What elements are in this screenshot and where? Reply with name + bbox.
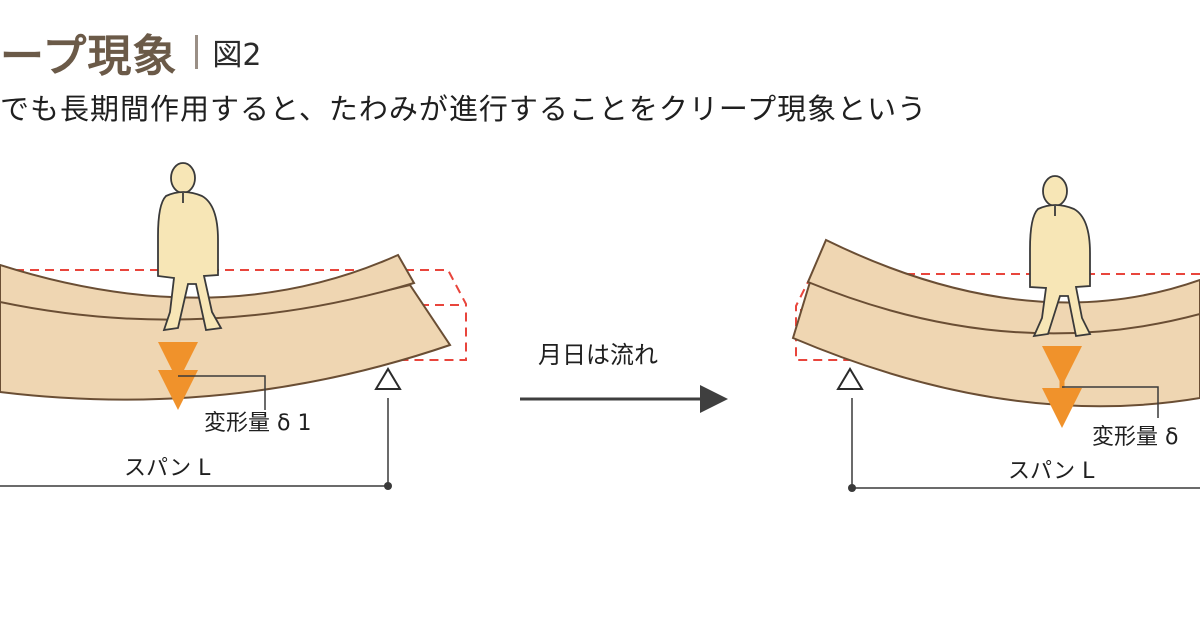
right-deformation-arrow <box>1042 346 1159 428</box>
left-support-triangle <box>374 367 402 390</box>
right-panel: 変形量 δ スパン L <box>791 175 1200 492</box>
left-deformation-arrow <box>158 342 266 410</box>
right-support-triangle <box>836 367 864 390</box>
right-span-endpoint <box>848 484 856 492</box>
title-separator <box>195 35 199 69</box>
title-row: ープ現象 図2 <box>0 22 261 82</box>
left-panel: 変形量 δ 1 スパン L <box>0 162 467 490</box>
right-person-figure <box>1029 175 1092 338</box>
left-span-label: スパン L <box>124 456 211 481</box>
left-span-endpoint <box>384 482 392 490</box>
subtitle: でも長期間作用すると、たわみが進行することをクリープ現象という <box>0 92 928 126</box>
right-deformation-label: 変形量 δ <box>1092 425 1178 450</box>
left-deformation-label: 変形量 δ 1 <box>204 411 311 436</box>
right-span-label: スパン L <box>1008 459 1095 484</box>
left-person-figure <box>157 162 223 332</box>
figure-number: 図2 <box>212 38 262 73</box>
page-title: ープ現象 <box>0 31 178 82</box>
time-arrow-label: 月日は流れ <box>538 341 658 369</box>
time-arrow: 月日は流れ <box>520 341 728 413</box>
left-beam-upper <box>0 253 416 321</box>
